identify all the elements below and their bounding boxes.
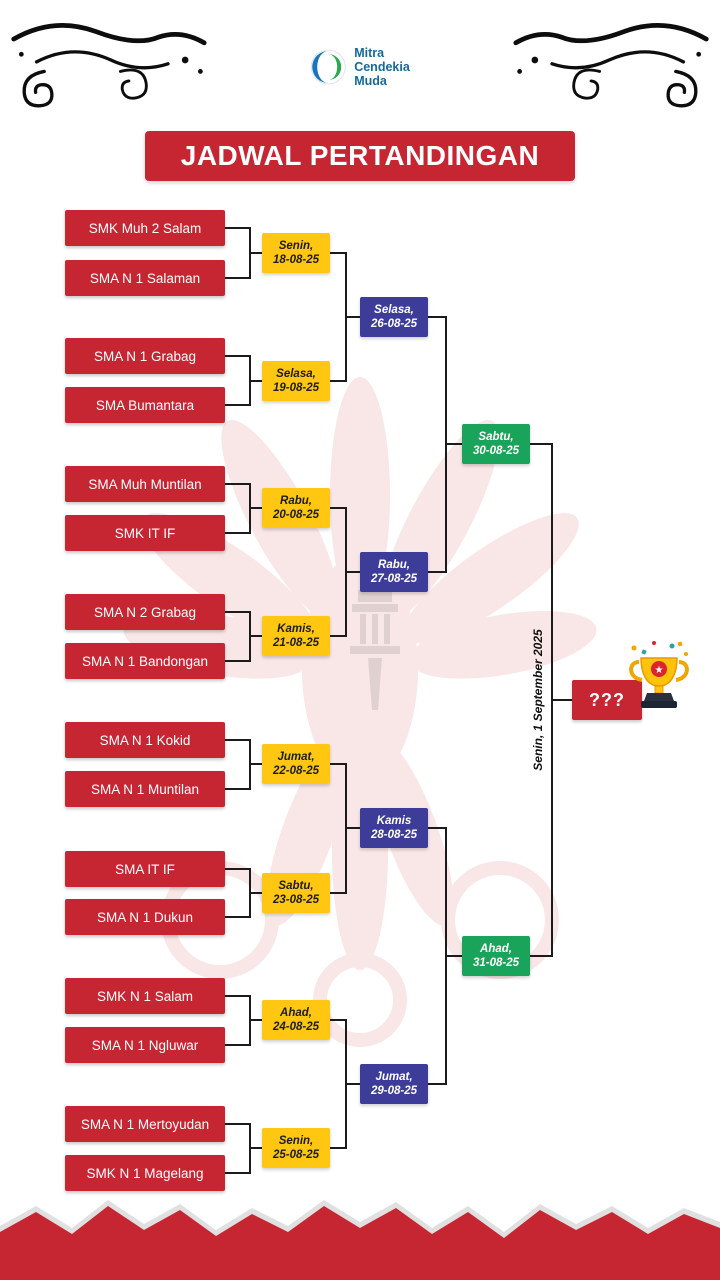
connector-sf-2 — [428, 827, 462, 1085]
match-day: Selasa, — [276, 368, 316, 380]
connector-qf-4 — [330, 1019, 360, 1149]
team-box: SMA Bumantara — [65, 387, 225, 423]
match-date: 26-08-25 — [370, 318, 418, 330]
team-box: SMK Muh 2 Salam — [65, 210, 225, 246]
match-day: Rabu, — [280, 495, 312, 507]
round1-date-box: Senin, 18-08-25 — [262, 233, 330, 273]
connector-match-4 — [225, 611, 262, 662]
team-box: SMA N 1 Grabag — [65, 338, 225, 374]
team-box: SMK N 1 Salam — [65, 978, 225, 1014]
connector-match-6 — [225, 868, 262, 918]
quarterfinal-date-box: Jumat, 29-08-25 — [360, 1064, 428, 1104]
team-box: SMK N 1 Magelang — [65, 1155, 225, 1191]
team-box: SMA N 1 Mertoyudan — [65, 1106, 225, 1142]
trophy-icon: ★ — [629, 641, 689, 708]
logo-line-2: Cendekia — [354, 60, 410, 74]
match-date: 23-08-25 — [272, 894, 320, 906]
round1-date-box: Ahad, 24-08-25 — [262, 1000, 330, 1040]
connector-match-5 — [225, 739, 262, 790]
connector-match-8 — [225, 1123, 262, 1174]
match-day: Ahad, — [480, 943, 512, 955]
round1-date-box: Rabu, 20-08-25 — [262, 488, 330, 528]
semifinal-date-box: Sabtu, 30-08-25 — [462, 424, 530, 464]
match-date: 18-08-25 — [272, 254, 320, 266]
connector-qf-2 — [330, 507, 360, 637]
logo-text: Mitra Cendekia Muda — [354, 46, 410, 88]
team-box: SMA N 1 Kokid — [65, 722, 225, 758]
team-box: SMA N 1 Muntilan — [65, 771, 225, 807]
round1-date-box: Jumat, 22-08-25 — [262, 744, 330, 784]
match-date: 30-08-25 — [472, 445, 520, 457]
match-day: Kamis, — [277, 623, 315, 635]
connector-match-7 — [225, 995, 262, 1046]
logo-mark-icon — [310, 49, 346, 85]
logo-line-1: Mitra — [354, 46, 385, 60]
connector-qf-1 — [330, 252, 360, 382]
page-title: JADWAL PERTANDINGAN — [180, 140, 540, 171]
match-date: 22-08-25 — [272, 765, 320, 777]
team-box: SMA IT IF — [65, 851, 225, 887]
quarterfinal-date-box: Kamis 28-08-25 — [360, 808, 428, 848]
round1-date-box: Selasa, 19-08-25 — [262, 361, 330, 401]
match-date: 21-08-25 — [272, 637, 320, 649]
match-date: 27-08-25 — [370, 573, 418, 585]
match-day: Rabu, — [378, 559, 410, 571]
svg-text:★: ★ — [655, 665, 664, 676]
organizer-logo: Mitra Cendekia Muda — [310, 46, 410, 88]
quarterfinal-date-box: Rabu, 27-08-25 — [360, 552, 428, 592]
torn-paper-edge — [0, 1200, 720, 1280]
connector-match-1 — [225, 227, 262, 279]
match-day: Ahad, — [280, 1007, 312, 1019]
title-banner: JADWAL PERTANDINGAN — [145, 131, 575, 181]
match-date: 19-08-25 — [272, 382, 320, 394]
match-day: Jumat, — [277, 751, 315, 763]
champion-box: ??? — [572, 680, 642, 720]
match-day: Senin, — [278, 1135, 314, 1147]
round1-date-box: Senin, 25-08-25 — [262, 1128, 330, 1168]
connector-match-3 — [225, 483, 262, 534]
match-date: 24-08-25 — [272, 1021, 320, 1033]
match-day: Kamis — [376, 815, 412, 827]
logo-line-3: Muda — [354, 74, 387, 88]
match-day: Selasa, — [374, 304, 414, 316]
match-date: 31-08-25 — [472, 957, 520, 969]
match-day: Jumat, — [375, 1071, 413, 1083]
match-date: 25-08-25 — [272, 1149, 320, 1161]
round1-date-box: Sabtu, 23-08-25 — [262, 873, 330, 913]
match-day: Sabtu, — [278, 880, 314, 892]
team-box: SMA N 2 Grabag — [65, 594, 225, 630]
connector-qf-3 — [330, 763, 360, 894]
team-box: SMA Muh Muntilan — [65, 466, 225, 502]
match-day: Senin, — [278, 240, 314, 252]
team-box: SMA N 1 Dukun — [65, 899, 225, 935]
connector-sf-1 — [428, 316, 462, 573]
round1-date-box: Kamis, 21-08-25 — [262, 616, 330, 656]
match-date: 28-08-25 — [370, 829, 418, 841]
quarterfinal-date-box: Selasa, 26-08-25 — [360, 297, 428, 337]
corner-flourish-icon — [11, 22, 207, 108]
team-box: SMA N 1 Ngluwar — [65, 1027, 225, 1063]
match-day: Sabtu, — [478, 431, 514, 443]
team-box: SMA N 1 Salaman — [65, 260, 225, 296]
team-box: SMK IT IF — [65, 515, 225, 551]
match-date: 29-08-25 — [370, 1085, 418, 1097]
match-date: 20-08-25 — [272, 509, 320, 521]
connector-match-2 — [225, 355, 262, 406]
semifinal-date-box: Ahad, 31-08-25 — [462, 936, 530, 976]
team-box: SMA N 1 Bandongan — [65, 643, 225, 679]
final-date-vertical: Senin, 1 September 2025 — [531, 629, 545, 771]
corner-flourish-icon — [513, 22, 709, 108]
